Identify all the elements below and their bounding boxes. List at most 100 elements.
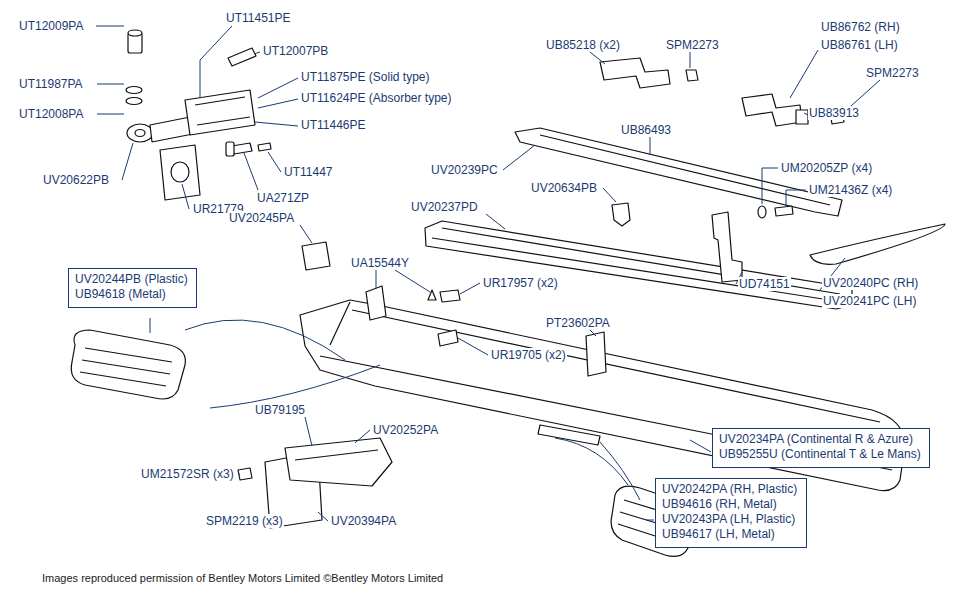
part-box: UV20242PA (RH, Plastic)UB94616 (RH, Meta… [655, 478, 807, 548]
drawing-stroke [442, 228, 840, 294]
drawing-stroke [195, 97, 245, 105]
drawing-stroke [600, 58, 670, 88]
part-number: UT12008PA [18, 107, 84, 121]
drawing-stroke [603, 188, 616, 202]
drawing-stroke [352, 310, 880, 422]
part-number: SPM2219 (x3) [205, 514, 284, 528]
drawing-stroke [244, 153, 258, 190]
drawing-stroke [182, 184, 189, 209]
drawing-stroke [210, 365, 380, 408]
part-number: UT11446PE [300, 118, 366, 132]
drawing-stroke [590, 52, 605, 64]
drawing-stroke [96, 26, 124, 27]
drawing-stroke [127, 124, 153, 142]
part-number: UT12007PB [262, 44, 329, 58]
part-number: UV20237PD [410, 200, 479, 214]
part-number: SPM2273 [865, 66, 920, 80]
part-number: UB94616 (RH, Metal) [662, 497, 800, 512]
part-number: UB79195 [254, 403, 306, 417]
drawing-stroke [796, 110, 808, 124]
part-number: UT11987PA [18, 77, 84, 91]
drawing-stroke [590, 330, 596, 336]
drawing-stroke [80, 348, 172, 386]
drawing-stroke [126, 98, 142, 105]
drawing-stroke [612, 203, 630, 226]
part-number: UV20244PB (Plastic) [75, 272, 190, 287]
part-number: UV20243PA (LH, Plastic) [662, 512, 800, 527]
drawing-stroke [197, 117, 250, 125]
drawing-stroke [238, 474, 240, 475]
drawing-stroke [712, 212, 742, 282]
part-number: UB86493 [620, 123, 672, 137]
drawing-stroke [238, 468, 252, 480]
drawing-stroke [762, 168, 778, 204]
part-number: UB95255U (Continental T & Le Mans) [719, 447, 923, 462]
drawing-stroke [600, 442, 640, 500]
drawing-stroke [258, 143, 271, 151]
part-number: UB86761 (LH) [820, 38, 899, 52]
drawing-stroke [126, 87, 142, 94]
part-number: UT11451PE [225, 11, 291, 25]
drawing-stroke [330, 302, 350, 345]
drawing-stroke [228, 48, 256, 66]
part-number: UV20245PA [228, 211, 295, 225]
drawing-stroke [758, 206, 766, 218]
drawing-stroke [97, 84, 124, 85]
drawing-stroke [438, 330, 458, 346]
drawing-stroke [786, 190, 806, 206]
drawing-stroke [460, 283, 480, 294]
drawing-stroke [355, 430, 370, 443]
drawing-stroke [742, 94, 802, 126]
drawing-stroke [258, 78, 298, 98]
part-number: UB94618 (Metal) [75, 287, 190, 302]
part-number: UD74151 [738, 277, 791, 291]
copyright-caption: Images reproduced permission of Bentley … [42, 572, 443, 585]
drawing-stroke [305, 417, 312, 446]
drawing-stroke [71, 330, 185, 399]
drawing-stroke [586, 332, 606, 376]
part-number: UV20241PC (LH) [822, 294, 917, 308]
part-number: PT23602PA [545, 316, 611, 330]
drawing-stroke [432, 238, 842, 302]
part-number: UB86762 (RH) [820, 20, 901, 34]
part-number: UV20252PA [372, 423, 439, 437]
part-number: UR17957 (x2) [482, 276, 559, 290]
drawing-stroke [376, 270, 430, 292]
drawing-stroke [285, 438, 392, 486]
part-box: UV20244PB (Plastic)UB94618 (Metal) [68, 268, 197, 308]
part-number: UR19705 (x2) [490, 348, 567, 362]
drawing-stroke [555, 438, 628, 485]
part-number: UT11447 [283, 165, 333, 179]
drawing-stroke [185, 90, 255, 135]
drawing-stroke [686, 70, 698, 81]
part-number: UB83913 [808, 106, 860, 120]
drawing-stroke [254, 52, 260, 54]
drawing-stroke [318, 512, 328, 521]
part-box: UV20234PA (Continental R & Azure)UB95255… [712, 428, 930, 468]
drawing-stroke [97, 114, 124, 115]
drawing-stroke [255, 122, 298, 126]
part-number: UV20634PB [530, 181, 598, 195]
drawing-stroke [295, 450, 378, 460]
drawing-stroke [503, 145, 535, 170]
part-number: UV20239PC [430, 163, 499, 177]
drawing-stroke [690, 440, 711, 452]
drawing-stroke [160, 145, 200, 200]
part-number: UT11875PE (Solid type) [300, 70, 431, 84]
part-number: UB94617 (LH, Metal) [662, 527, 800, 542]
drawing-stroke [122, 143, 133, 180]
drawing-stroke [650, 137, 651, 155]
drawing-stroke [128, 30, 142, 36]
drawing-stroke [150, 318, 151, 333]
drawing-stroke [232, 143, 252, 154]
drawing-stroke [302, 242, 330, 270]
drawing-stroke [810, 224, 945, 264]
part-number: UM21436Z (x4) [808, 183, 893, 197]
drawing-stroke [690, 52, 691, 68]
part-number: UA15544Y [350, 256, 410, 270]
drawing-stroke [790, 50, 818, 98]
part-number: UM21572SR (x3) [140, 467, 235, 481]
part-number: UV20234PA (Continental R & Azure) [719, 432, 923, 447]
part-number: UV20240PC (RH) [822, 276, 919, 290]
drawing-stroke [258, 99, 298, 108]
